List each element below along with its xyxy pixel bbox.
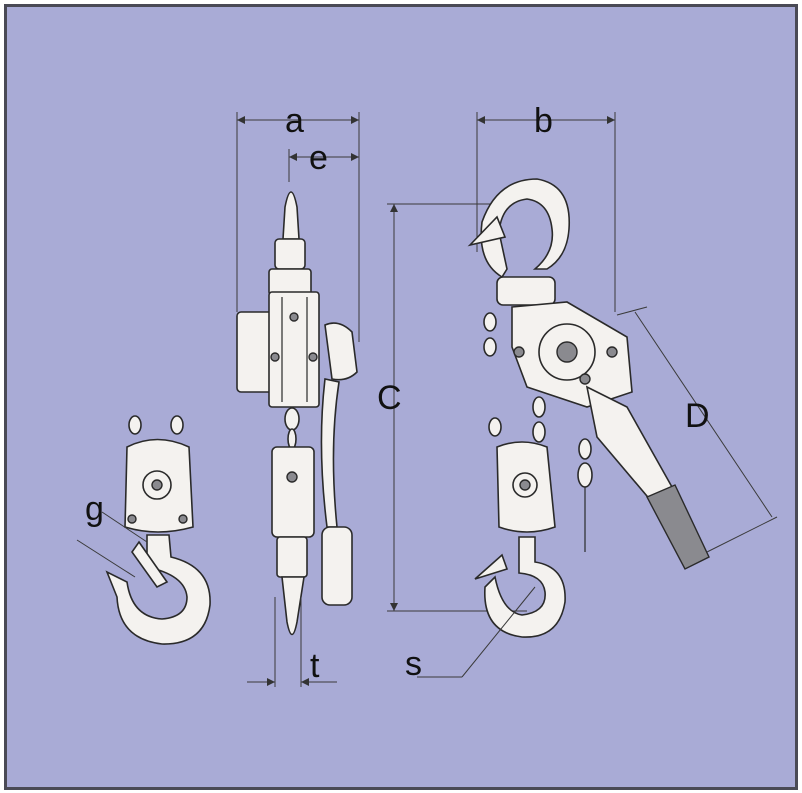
bottom-hook-tip bbox=[281, 576, 305, 636]
bottom-hook-side bbox=[484, 536, 566, 638]
dimension-c: C bbox=[377, 203, 527, 612]
lever-grip bbox=[321, 526, 353, 606]
detail-hook-latch bbox=[131, 540, 169, 589]
label-g: g bbox=[85, 490, 104, 528]
label-s: s bbox=[405, 645, 422, 683]
dimension-a: a bbox=[236, 102, 360, 342]
label-a: a bbox=[285, 102, 304, 140]
top-hook-latch bbox=[467, 215, 507, 247]
dimension-s: s bbox=[405, 586, 536, 683]
front-view: a e bbox=[236, 102, 360, 687]
detail-chain bbox=[128, 415, 184, 435]
label-d: D bbox=[685, 397, 710, 435]
lever-arm-side bbox=[585, 385, 674, 504]
lever-hoist-dimension-drawing: a e bbox=[76, 102, 778, 687]
bottom-block-detail: g bbox=[76, 415, 211, 645]
label-t: t bbox=[310, 647, 320, 685]
top-hook-tip bbox=[282, 191, 300, 240]
top-hook-side bbox=[480, 178, 570, 279]
label-e: e bbox=[309, 139, 328, 177]
side-view: b C bbox=[377, 102, 778, 683]
dimension-e: e bbox=[288, 139, 359, 182]
load-chain-side bbox=[532, 396, 546, 443]
hoist-body bbox=[268, 291, 320, 408]
dimension-b: b bbox=[476, 102, 616, 312]
lever-grip-side bbox=[646, 484, 710, 570]
bottom-hook-latch-side bbox=[474, 553, 509, 580]
lever-head bbox=[324, 322, 358, 381]
load-chain-front bbox=[284, 407, 300, 450]
lever-arm bbox=[320, 378, 340, 528]
detail-hook bbox=[105, 534, 211, 645]
free-chain-left bbox=[483, 312, 502, 437]
label-c: C bbox=[377, 379, 402, 417]
top-hook-shank bbox=[274, 238, 306, 270]
dimension-g: g bbox=[76, 490, 148, 578]
hand-chain-side bbox=[577, 438, 593, 552]
label-b: b bbox=[534, 102, 553, 140]
bottom-block-front bbox=[271, 446, 315, 538]
diagram-frame: a e bbox=[4, 4, 798, 790]
dimension-t: t bbox=[247, 597, 337, 687]
dimension-d: D bbox=[616, 306, 778, 553]
